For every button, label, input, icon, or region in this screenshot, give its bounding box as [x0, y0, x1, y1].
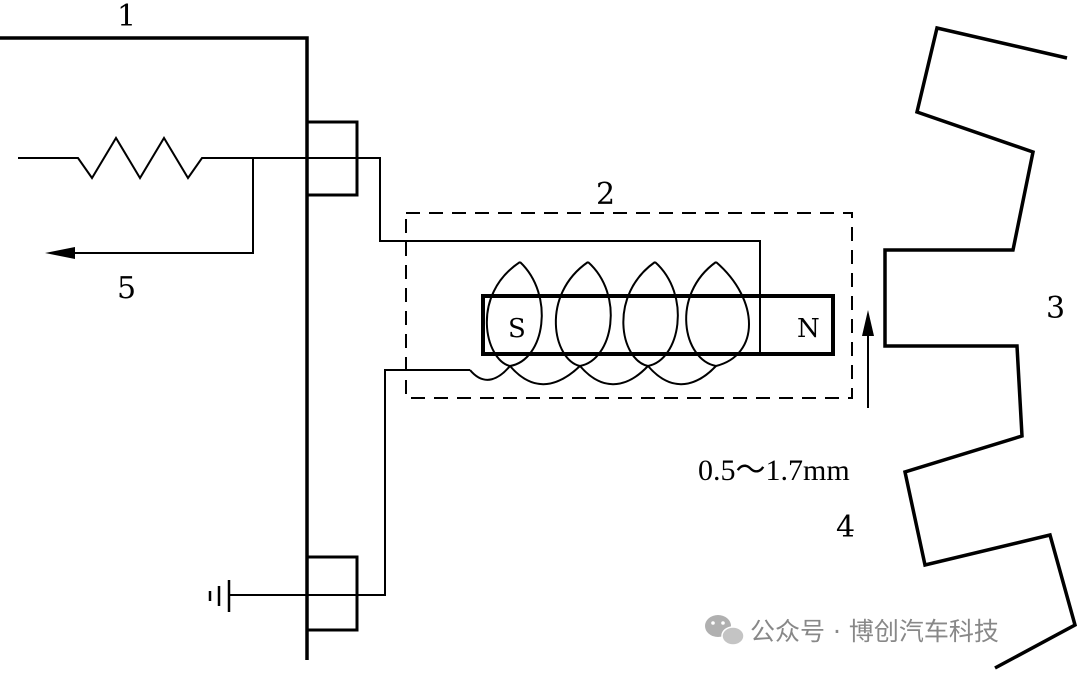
label-sensor: 2	[596, 177, 615, 212]
pole-south-label: S	[508, 314, 526, 344]
sensor-enclosure	[405, 212, 853, 399]
ground-wire	[229, 369, 470, 596]
gap-value-label: 0.5～1.7mm	[698, 454, 850, 487]
label-rotor: 3	[1046, 291, 1065, 326]
permanent-magnet	[481, 294, 835, 356]
label-frame: 1	[117, 0, 136, 34]
watermark: 公众号 · 博创汽车科技	[705, 615, 999, 646]
coil-winding	[469, 261, 750, 385]
toothed-rotor	[883, 25, 1078, 670]
label-output: 5	[117, 271, 136, 306]
pole-north-label: N	[797, 314, 820, 344]
resistor	[18, 136, 761, 352]
wechat-icon	[705, 615, 745, 646]
housing-frame	[0, 36, 309, 660]
output-arrow-head	[45, 247, 75, 259]
output-wire	[45, 158, 254, 259]
label-gap: 4	[836, 510, 855, 545]
gap-arrow	[862, 310, 874, 408]
watermark-text: 公众号 · 博创汽车科技	[750, 617, 999, 646]
ground-symbol-icon	[208, 580, 231, 612]
connector-bottom	[305, 555, 359, 632]
